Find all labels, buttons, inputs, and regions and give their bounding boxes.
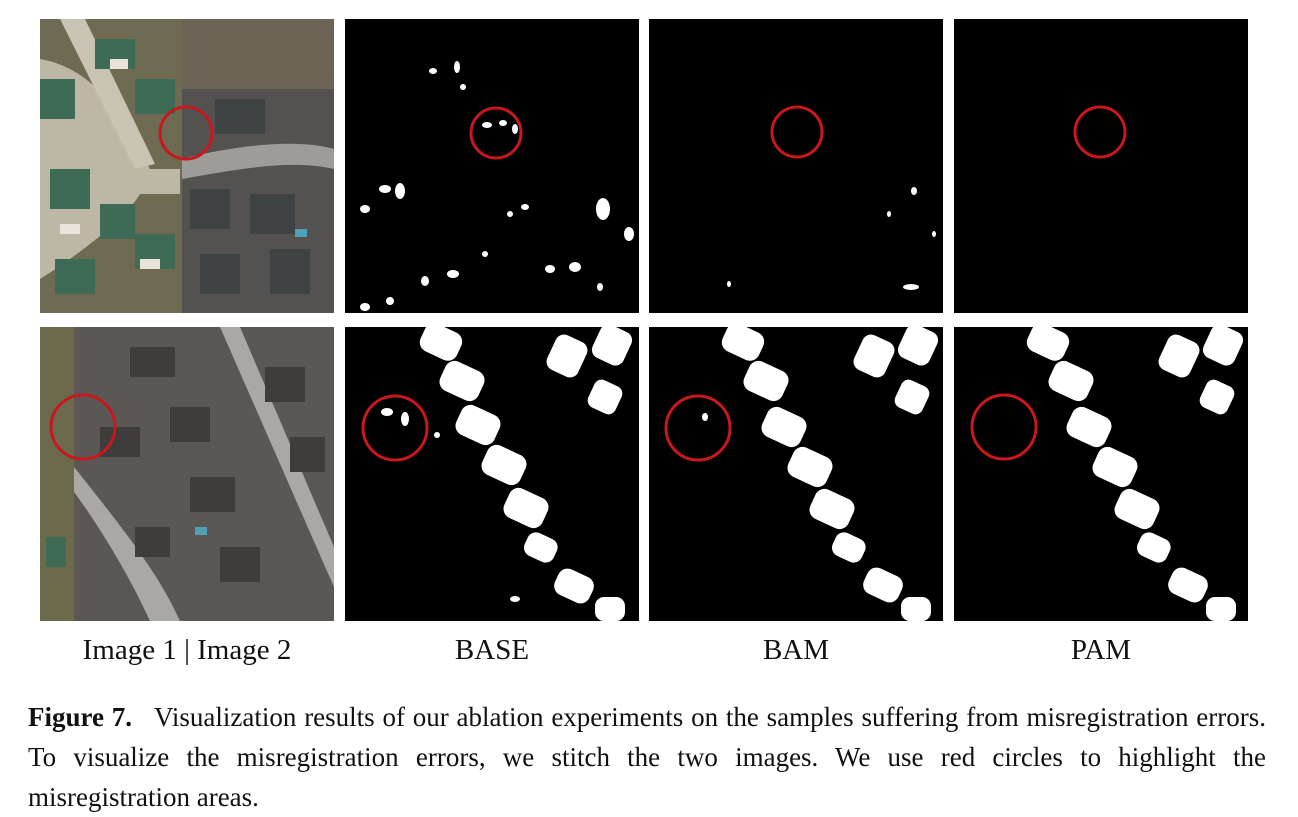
highlight-circle (664, 394, 732, 462)
figure-caption-text: Visualization results of our ablation ex… (28, 702, 1266, 812)
highlight-circle (1073, 105, 1127, 159)
highlight-circle (49, 393, 117, 461)
row2-aerial-image-stitched (40, 327, 334, 621)
column-label-images: Image 1 | Image 2 (82, 634, 292, 666)
row2-base-result (345, 327, 639, 621)
highlight-circle (469, 106, 523, 160)
row1-pam-result (954, 19, 1248, 313)
row1-bam-result (649, 19, 943, 313)
highlight-circle (970, 393, 1038, 461)
highlight-circle (158, 105, 214, 161)
figure-caption-label: Figure 7. (28, 702, 133, 732)
row1-aerial-image-stitched (40, 19, 334, 313)
figure-caption: Figure 7.Visualization results of our ab… (28, 697, 1266, 817)
highlight-circle (361, 394, 429, 462)
column-label-base: BASE (454, 634, 530, 666)
row2-pam-result (954, 327, 1248, 621)
row1-base-result (345, 19, 639, 313)
highlight-circle (770, 105, 824, 159)
column-label-pam: PAM (1070, 634, 1132, 666)
row2-bam-result (649, 327, 943, 621)
column-label-bam: BAM (762, 634, 830, 666)
